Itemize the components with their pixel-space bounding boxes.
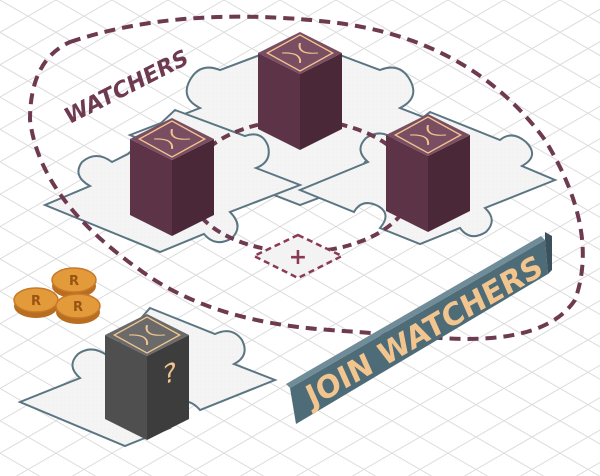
glyph-eye bbox=[153, 129, 191, 149]
coin-icon: R bbox=[51, 267, 97, 298]
watcher-glyph-icon bbox=[393, 116, 463, 154]
coin-icon: R bbox=[13, 287, 59, 318]
glyph-frame bbox=[112, 316, 182, 354]
coin-icon: R bbox=[55, 293, 101, 324]
watcher-glyph-icon bbox=[112, 316, 182, 354]
cube-top-face bbox=[386, 114, 470, 156]
glyph-eye bbox=[281, 43, 319, 63]
glyph-eye bbox=[128, 325, 166, 345]
grid-line bbox=[447, 0, 600, 89]
grid-line bbox=[391, 0, 600, 121]
cube-right-face bbox=[172, 139, 214, 236]
watcher-cube-top[interactable] bbox=[258, 32, 342, 150]
cube-left-face bbox=[130, 139, 172, 236]
candidate-cube[interactable] bbox=[105, 314, 189, 440]
cube-left-face bbox=[386, 135, 428, 232]
grid-line bbox=[0, 258, 376, 476]
empty-slot-diamond bbox=[251, 233, 345, 280]
cube-right-face bbox=[300, 53, 342, 150]
grid-line bbox=[0, 387, 152, 476]
cube-right-face bbox=[147, 335, 189, 440]
unknown-member-icon: ? bbox=[163, 356, 177, 391]
join-watchers-label: JOIN WATCHERS bbox=[299, 249, 548, 416]
cube-left-face bbox=[105, 335, 147, 440]
cube-left-face bbox=[258, 53, 300, 150]
empty-slot[interactable]: + bbox=[251, 233, 345, 280]
banner-front bbox=[290, 240, 548, 424]
grid-line bbox=[296, 300, 600, 476]
coin-face bbox=[51, 267, 97, 293]
grid-line bbox=[279, 0, 600, 186]
grid-line bbox=[335, 0, 600, 154]
glyph-frame bbox=[265, 34, 335, 72]
coin-letter: R bbox=[31, 294, 41, 309]
coin-letter: R bbox=[69, 274, 79, 289]
member-cubes bbox=[130, 32, 470, 236]
add-member-icon: + bbox=[289, 245, 307, 270]
glyph-frame bbox=[137, 120, 207, 158]
cube-top-face bbox=[130, 118, 214, 160]
watcher-glyph-icon bbox=[265, 34, 335, 72]
watcher-cube-right[interactable] bbox=[386, 114, 470, 232]
grid-line bbox=[408, 364, 600, 476]
cube-top-face bbox=[258, 32, 342, 74]
banner-top bbox=[286, 236, 545, 388]
grid-line bbox=[0, 0, 281, 163]
group-boundary bbox=[27, 14, 585, 341]
banner-side bbox=[545, 232, 552, 274]
grid-line bbox=[352, 332, 600, 476]
watcher-glyph-icon bbox=[137, 120, 207, 158]
grid-line bbox=[240, 267, 600, 476]
unknown-cube[interactable] bbox=[105, 314, 189, 440]
glyph-frame bbox=[393, 116, 463, 154]
grid-line bbox=[0, 193, 488, 476]
glyph-eye bbox=[409, 125, 447, 145]
coin-face bbox=[55, 293, 101, 319]
grid-line bbox=[0, 0, 225, 131]
coin-letter: R bbox=[73, 300, 83, 315]
watcher-cube-left[interactable] bbox=[130, 118, 214, 236]
cube-top-face bbox=[105, 314, 189, 356]
cube-right-face bbox=[428, 135, 470, 232]
grid-line bbox=[0, 0, 169, 98]
